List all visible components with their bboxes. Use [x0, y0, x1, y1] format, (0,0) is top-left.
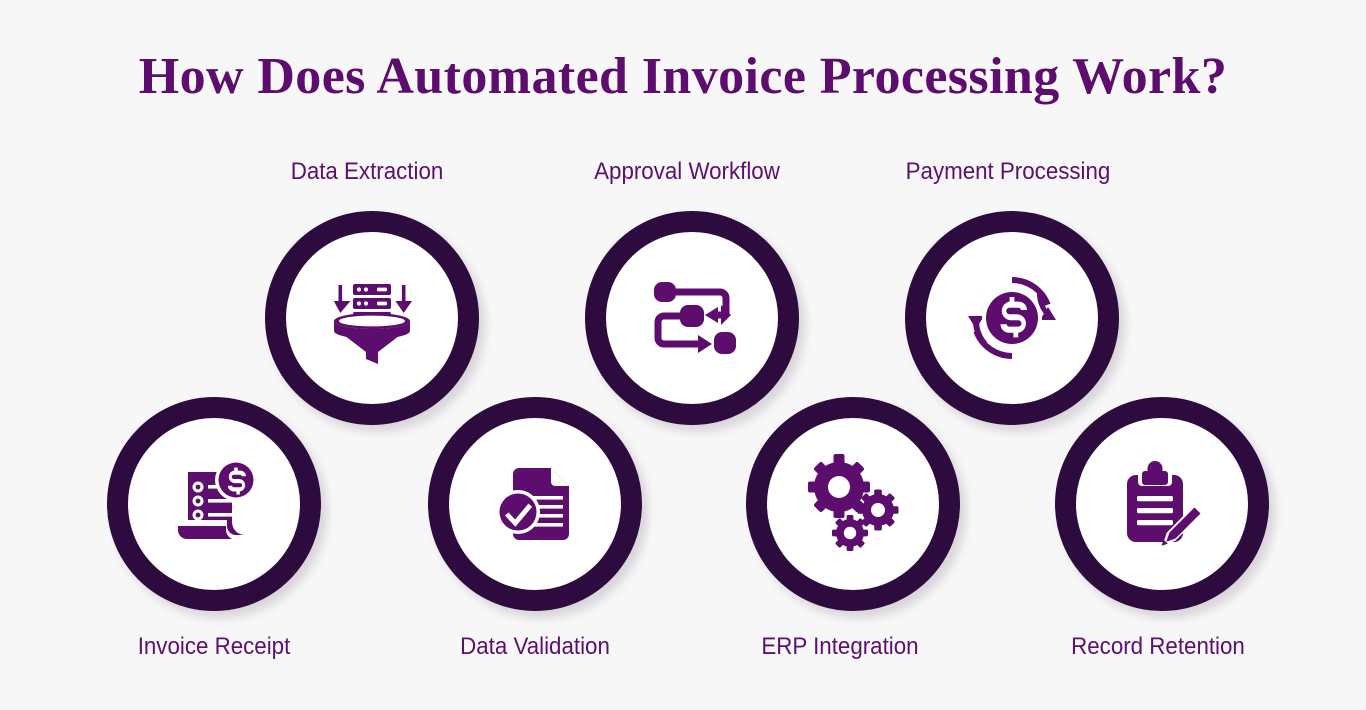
node-circle-data-extraction[interactable]: [265, 211, 479, 425]
funnel-database-icon: [322, 268, 422, 368]
node-circle-record-retention[interactable]: [1055, 397, 1269, 611]
node-data-extraction[interactable]: [265, 211, 479, 425]
node-record-retention[interactable]: [1055, 397, 1269, 611]
node-label-erp-integration: ERP Integration: [761, 633, 919, 660]
node-label-payment-processing: Payment Processing: [905, 158, 1111, 185]
node-circle-approval-workflow[interactable]: [585, 211, 799, 425]
node-approval-workflow[interactable]: [585, 211, 799, 425]
gears-icon: [803, 454, 903, 554]
node-data-validation[interactable]: [428, 397, 642, 611]
node-circle-data-validation[interactable]: [428, 397, 642, 611]
node-circle-erp-integration[interactable]: [746, 397, 960, 611]
workflow-nodes-icon: [642, 268, 742, 368]
node-erp-integration[interactable]: [746, 397, 960, 611]
clipboard-pencil-icon: [1112, 454, 1212, 554]
node-circle-invoice-receipt[interactable]: [107, 397, 321, 611]
node-invoice-receipt[interactable]: [107, 397, 321, 611]
document-check-icon: [485, 454, 585, 554]
node-label-record-retention: Record Retention: [1071, 633, 1245, 660]
node-label-invoice-receipt: Invoice Receipt: [137, 633, 291, 660]
node-circle-payment-processing[interactable]: [905, 211, 1119, 425]
invoice-dollar-icon: [164, 454, 264, 554]
node-label-data-validation: Data Validation: [460, 633, 610, 660]
node-label-data-extraction: Data Extraction: [290, 158, 444, 185]
dollar-refresh-icon: [962, 268, 1062, 368]
page-title: How Does Automated Invoice Processing Wo…: [138, 48, 1228, 105]
node-payment-processing[interactable]: [905, 211, 1119, 425]
node-label-approval-workflow: Approval Workflow: [594, 158, 780, 185]
